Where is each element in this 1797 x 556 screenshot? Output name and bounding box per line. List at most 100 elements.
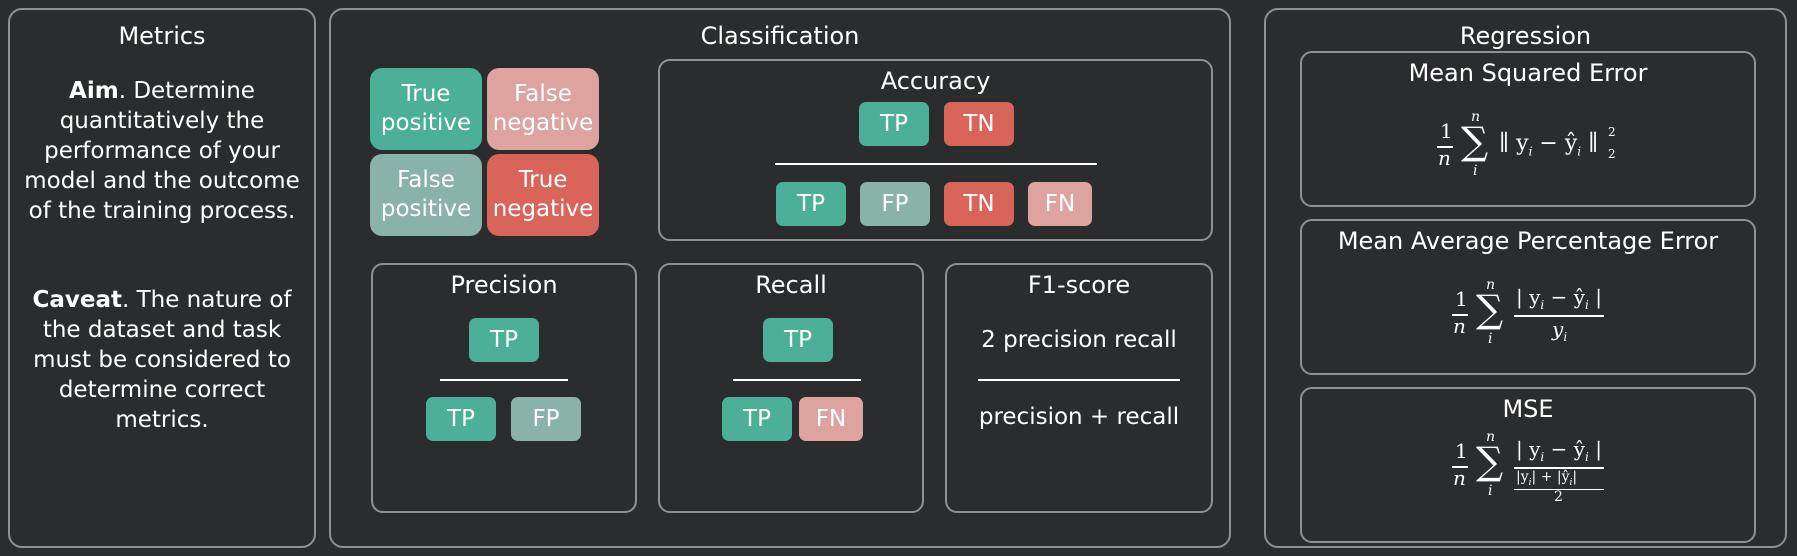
- mse-sum-bottom: i: [1473, 163, 1478, 179]
- smape-formula: 1 n n ∑ i | yi − ŷi | |yi| + |ŷi| 2: [1452, 429, 1612, 539]
- regression-panel: Regression Mean Squared Error 1 n n ∑ i …: [1264, 8, 1787, 548]
- smape-num-sub2: i: [1585, 450, 1589, 464]
- accuracy-title: Accuracy: [880, 67, 991, 95]
- f1-title: F1-score: [1027, 271, 1131, 299]
- accuracy-box: Accuracy TP TN TP FP TN FN: [658, 59, 1213, 241]
- mape-title: Mean Average Percentage Error: [1337, 227, 1719, 255]
- accuracy-num-tp: TP: [859, 102, 929, 146]
- caveat-text: . The nature of the dataset and task mus…: [33, 287, 292, 433]
- matrix-false-positive: False positive: [370, 154, 482, 236]
- recall-den-tp: TP: [722, 397, 792, 441]
- mse-body-c: ∥: [1581, 131, 1599, 156]
- smape-den-b: | + |ŷ: [1531, 469, 1570, 485]
- f1-denominator: precision + recall: [978, 404, 1180, 430]
- mse-body: ∥ yi − ŷi ∥: [1499, 131, 1598, 158]
- mse-sub: 2: [1608, 147, 1616, 161]
- matrix-true-positive: True positive: [370, 68, 482, 150]
- smape-num-sub: i: [1540, 450, 1545, 464]
- mape-coef-den: n: [1453, 314, 1466, 338]
- recall-num-tp: TP: [763, 318, 833, 362]
- accuracy-den-tn: TN: [944, 182, 1014, 226]
- matrix-fp-line2: positive: [380, 196, 472, 222]
- smape-coef-bar: [1452, 466, 1468, 468]
- recall-den-fn: FN: [799, 397, 863, 441]
- smape-numerator: | yi − ŷi |: [1516, 437, 1602, 464]
- mse-body-a: ∥ y: [1499, 131, 1529, 156]
- mse-title: Mean Squared Error: [1408, 59, 1648, 87]
- smape-num-c: |: [1588, 437, 1602, 461]
- mse-coef-den: n: [1438, 146, 1451, 170]
- caveat-label: Caveat: [32, 287, 122, 313]
- mape-sigma: ∑: [1476, 287, 1504, 331]
- mape-formula: 1 n n ∑ i | yi − ŷi | yi: [1452, 277, 1612, 359]
- mape-numerator: | yi − ŷi |: [1516, 285, 1602, 312]
- smape-fraction-bar: [1514, 467, 1604, 469]
- smape-inner-bar: [1514, 489, 1604, 490]
- mape-num-c: |: [1588, 285, 1602, 309]
- matrix-tn-line2: negative: [492, 196, 594, 222]
- matrix-fp-line1: False: [397, 167, 455, 193]
- matrix-tn-line1: True: [518, 167, 568, 193]
- mse-box: Mean Squared Error 1 n n ∑ i ∥ yi − ŷi ∥…: [1300, 51, 1756, 207]
- f1-numerator: 2 precision recall: [981, 327, 1177, 353]
- smape-sigma: ∑: [1476, 439, 1504, 483]
- smape-sum-bottom: i: [1488, 483, 1493, 499]
- mape-sum-top: n: [1486, 277, 1496, 293]
- mape-num-sub2: i: [1585, 298, 1589, 312]
- recall-box: Recall TP TP FN: [658, 263, 924, 513]
- smape-coef-den: n: [1453, 466, 1466, 490]
- precision-fraction-bar: [440, 379, 568, 381]
- accuracy-fraction-bar: [775, 163, 1097, 165]
- smape-den-a: |y: [1516, 469, 1529, 485]
- precision-den-tp: TP: [426, 397, 496, 441]
- aim-label: Aim: [69, 78, 119, 104]
- mse-coef-bar: [1437, 146, 1453, 148]
- smape-box: MSE 1 n n ∑ i | yi − ŷi | |yi| + |ŷi| 2: [1300, 387, 1756, 543]
- matrix-tp-line1: True: [401, 81, 451, 107]
- accuracy-den-fn: FN: [1028, 182, 1092, 226]
- mse-sup: 2: [1608, 125, 1616, 139]
- aim-text: . Determine quantitatively the performan…: [24, 78, 300, 224]
- smape-num-a: | y: [1516, 437, 1541, 461]
- smape-den-sub2: i: [1569, 477, 1573, 488]
- mape-den-sub: i: [1563, 330, 1568, 344]
- mape-coef-num: 1: [1455, 287, 1468, 311]
- smape-num-b: − ŷ: [1544, 437, 1586, 461]
- precision-title: Precision: [450, 271, 558, 299]
- f1-fraction-bar: [978, 379, 1180, 381]
- mape-box: Mean Average Percentage Error 1 n n ∑ i …: [1300, 219, 1756, 375]
- mape-coef-bar: [1452, 314, 1468, 316]
- mape-num-sub: i: [1540, 298, 1545, 312]
- f1-box: F1-score 2 precision recall precision + …: [945, 263, 1213, 513]
- mape-num-b: − ŷ: [1544, 285, 1586, 309]
- smape-denominator: |yi| + |ŷi|: [1516, 469, 1577, 488]
- metrics-panel: Metrics Aim. Determine quantitatively th…: [8, 8, 316, 548]
- mse-sub-i: i: [1528, 144, 1533, 159]
- precision-box: Precision TP TP FP: [371, 263, 637, 513]
- smape-sum-top: n: [1486, 429, 1496, 445]
- classification-title: Classification: [700, 22, 860, 50]
- mape-sum-bottom: i: [1488, 331, 1493, 347]
- precision-num-tp: TP: [469, 318, 539, 362]
- matrix-fn-line1: False: [514, 81, 572, 107]
- mape-denominator: yi: [1552, 317, 1567, 344]
- mse-sum-top: n: [1471, 109, 1481, 125]
- aim-paragraph: Aim. Determine quantitatively the perfor…: [18, 76, 306, 226]
- matrix-tp-line2: positive: [380, 110, 472, 136]
- smape-den-c: |: [1572, 469, 1578, 485]
- accuracy-num-tn: TN: [944, 102, 1014, 146]
- recall-title: Recall: [755, 271, 827, 299]
- smape-coef-num: 1: [1455, 439, 1468, 463]
- precision-den-fp: FP: [511, 397, 581, 441]
- mse-formula: 1 n n ∑ i ∥ yi − ŷi ∥ 2 2: [1437, 109, 1637, 185]
- smape-title: MSE: [1502, 395, 1554, 423]
- recall-fraction-bar: [733, 379, 861, 381]
- metrics-title: Metrics: [118, 22, 206, 50]
- matrix-true-negative: True negative: [487, 154, 599, 236]
- smape-den-two: 2: [1554, 489, 1563, 505]
- mape-den: y: [1552, 317, 1564, 341]
- accuracy-den-fp: FP: [860, 182, 930, 226]
- mse-body-b: − ŷ: [1532, 131, 1578, 156]
